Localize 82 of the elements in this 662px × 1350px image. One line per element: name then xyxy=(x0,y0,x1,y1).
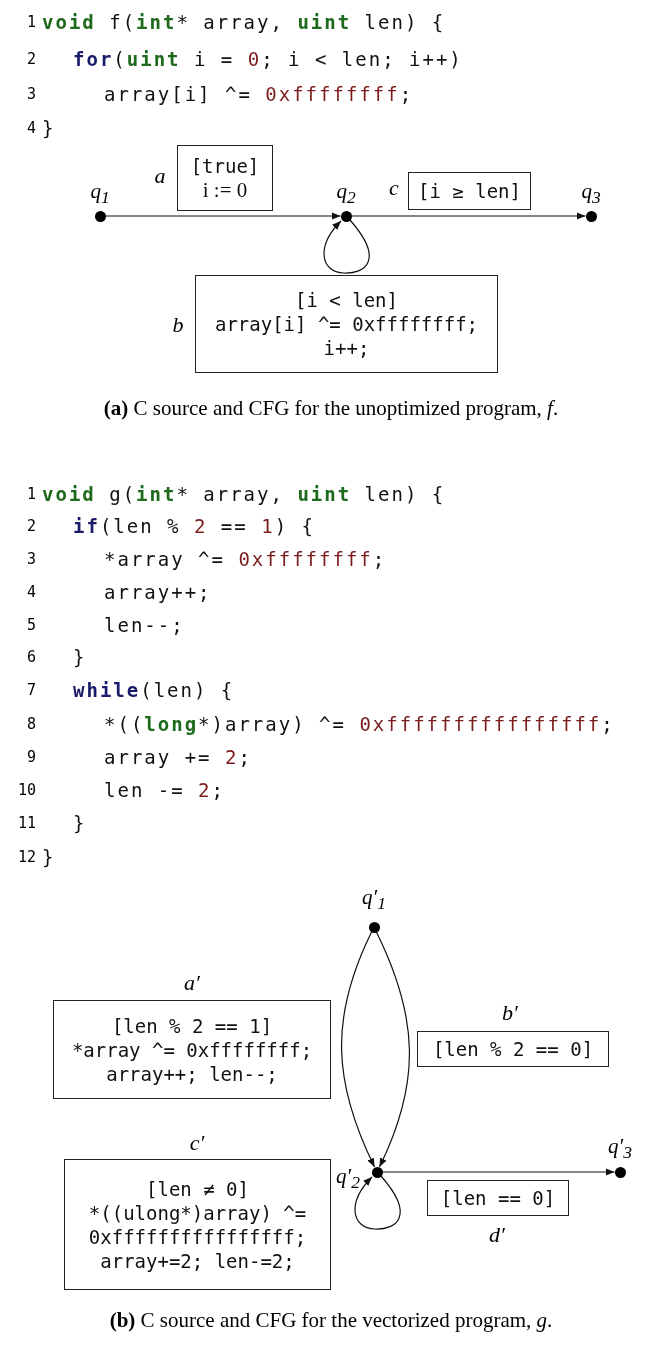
state-dot xyxy=(340,210,352,222)
arrow xyxy=(341,931,376,1168)
line-number: 2 xyxy=(26,49,36,69)
code-line: array += 2; xyxy=(104,745,252,769)
line-number: 4 xyxy=(26,582,36,602)
line-number: 12 xyxy=(17,847,36,867)
state-label: q$_{3}$ xyxy=(581,179,601,210)
state-label: q′$_{2}$ xyxy=(336,1164,360,1195)
line-number: 3 xyxy=(26,84,36,104)
transition-box xyxy=(417,1031,609,1067)
transition-label: d′ xyxy=(489,1223,505,1247)
transition-box xyxy=(408,172,531,210)
line-number: 5 xyxy=(26,615,36,635)
line-number: 8 xyxy=(26,714,36,734)
line-number: 2 xyxy=(26,516,36,536)
transition-text: array++; len--; xyxy=(106,1061,278,1086)
transition-box xyxy=(427,1180,569,1216)
transition-box xyxy=(64,1159,331,1290)
transition-label: a′ xyxy=(184,971,200,995)
caption: (b) C source and CFG for the vectorized program, g. xyxy=(109,1307,553,1333)
arrow xyxy=(323,219,370,274)
arrow xyxy=(350,212,587,220)
code-line: for(uint i = 0; i < len; i++) xyxy=(73,47,463,71)
arrow xyxy=(375,931,410,1168)
state-dot xyxy=(585,210,597,222)
transition-text: [len == 0] xyxy=(440,1186,556,1210)
transition-text: i++; xyxy=(323,336,370,360)
code-line: } xyxy=(73,811,87,835)
code-line: array++; xyxy=(104,580,212,604)
state-dot xyxy=(371,1166,383,1178)
transition-text: 0xffffffffffffffff; xyxy=(88,1224,307,1249)
code-line: while(len) { xyxy=(73,678,235,702)
state-dot xyxy=(614,1166,626,1178)
line-number: 1 xyxy=(26,484,36,504)
transition-text: i := 0 xyxy=(202,178,248,202)
state-label: q$_{1}$ xyxy=(90,179,110,210)
arrow xyxy=(381,1168,616,1176)
transition-text: [len % 2 == 0] xyxy=(432,1037,594,1061)
transition-text: [len % 2 == 1] xyxy=(111,1013,273,1038)
transition-box xyxy=(177,145,273,211)
state-label: q′$_{3}$ xyxy=(608,1134,632,1165)
transition-box xyxy=(53,1000,331,1099)
code-line: len--; xyxy=(104,613,185,637)
transition-text: array[i] ^= 0xffffffff; xyxy=(214,312,479,336)
arrow xyxy=(354,1175,401,1230)
state-label: q$_{2}$ xyxy=(336,179,356,210)
line-number: 3 xyxy=(26,549,36,569)
code-line: void f(int* array, uint len) { xyxy=(42,10,446,34)
code-line: } xyxy=(42,845,56,869)
transition-text: array+=2; len-=2; xyxy=(100,1248,295,1273)
transition-label: a xyxy=(154,164,166,188)
state-dot xyxy=(94,210,106,222)
caption: (a) C source and CFG for the unoptimized program, f. xyxy=(103,395,559,421)
line-number: 4 xyxy=(26,118,36,138)
state-dot xyxy=(368,921,380,933)
transition-text: [i < len] xyxy=(295,288,398,312)
code-line: len -= 2; xyxy=(104,778,225,802)
transition-text: *array ^= 0xffffffff; xyxy=(71,1037,313,1062)
code-line: } xyxy=(42,116,56,140)
line-number: 1 xyxy=(26,12,36,32)
transition-label: b′ xyxy=(502,1001,518,1025)
transition-label: c xyxy=(389,176,399,200)
code-line: *array ^= 0xffffffff; xyxy=(104,547,387,571)
line-number: 9 xyxy=(26,747,36,767)
line-number: 10 xyxy=(17,780,36,800)
line-number: 6 xyxy=(26,647,36,667)
transition-label: b xyxy=(172,313,184,337)
line-number: 11 xyxy=(17,813,36,833)
code-line: } xyxy=(73,645,87,669)
transition-text: [len ≠ 0] xyxy=(146,1176,249,1201)
code-line: array[i] ^= 0xffffffff; xyxy=(104,82,414,106)
arrow xyxy=(104,212,342,220)
transition-box xyxy=(195,275,498,373)
line-number: 7 xyxy=(26,680,36,700)
code-line: if(len % 2 == 1) { xyxy=(73,514,315,538)
transition-label: c′ xyxy=(189,1131,205,1155)
state-label: q′$_{1}$ xyxy=(362,885,386,916)
transition-text: [true] xyxy=(190,154,260,178)
code-line: void g(int* array, uint len) { xyxy=(42,482,446,506)
code-line: *((long*)array) ^= 0xffffffffffffffff; xyxy=(104,712,615,736)
transition-text: [i ≥ len] xyxy=(418,179,521,203)
transition-text: *((ulong*)array) ^= xyxy=(88,1200,307,1225)
